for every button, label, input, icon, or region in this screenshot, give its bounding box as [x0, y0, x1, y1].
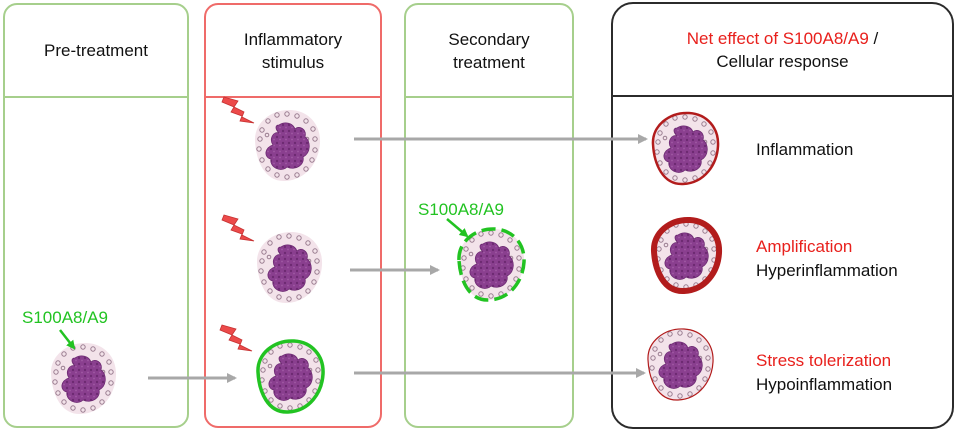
lightning-bolt-icon — [221, 214, 255, 242]
column-stimulus: Inflammatory stimulus — [204, 3, 382, 428]
column-title-stimulus-line2: stimulus — [261, 52, 325, 72]
secondary-agent-label: S100A8/A9 — [418, 200, 505, 219]
column-title-net-separator: / — [868, 28, 879, 48]
column-title-net-line1: Net effect of S100A8/A9 / — [687, 27, 879, 50]
column-title-pretreatment: Pre-treatment — [44, 41, 148, 60]
column-title-net-line2: Cellular response — [716, 51, 849, 71]
neutrophil-cell-icon — [457, 227, 526, 302]
column-header-stimulus: Inflammatory stimulus — [206, 5, 380, 96]
column-net-effect: Net effect of S100A8/A9 / Cellular respo… — [611, 2, 954, 429]
neutrophil-cell-icon — [651, 216, 723, 294]
column-divider — [613, 95, 952, 97]
column-title-net-red: Net effect of S100A8/A9 — [686, 28, 869, 48]
agent-arrow-icon — [59, 329, 76, 350]
agent-arrow-icon — [446, 218, 469, 238]
pretreatment-agent-label: S100A8/A9 — [22, 308, 109, 327]
outcome-inflammation: Inflammation — [756, 140, 854, 159]
column-divider — [406, 96, 572, 98]
column-header-net-effect: Net effect of S100A8/A9 / Cellular respo… — [613, 4, 952, 95]
column-title-secondary-line2: treatment — [453, 52, 525, 72]
column-title-secondary-line1: Secondary — [448, 29, 530, 49]
column-pretreatment: Pre-treatment — [3, 3, 189, 428]
neutrophil-cell-icon — [254, 109, 321, 182]
outcome-amplification: Amplification — [756, 237, 853, 256]
outcome-hypoinflammation: Hypoinflammation — [756, 375, 893, 394]
column-title-stimulus-line1: Inflammatory — [243, 29, 343, 49]
neutrophil-cell-icon — [256, 339, 325, 414]
neutrophil-cell-icon — [50, 342, 117, 415]
neutrophil-cell-icon — [256, 231, 323, 304]
column-divider — [206, 96, 380, 98]
neutrophil-cell-icon — [651, 111, 720, 186]
column-header-secondary: Secondary treatment — [406, 5, 572, 96]
neutrophil-cell-icon — [647, 328, 714, 401]
column-divider — [5, 96, 187, 98]
outcome-hyperinflammation: Hyperinflammation — [756, 261, 898, 280]
column-secondary: Secondary treatment — [404, 3, 574, 428]
lightning-bolt-icon — [221, 96, 255, 124]
lightning-bolt-icon — [219, 324, 253, 352]
column-header-pretreatment: Pre-treatment — [5, 5, 187, 96]
outcome-stress-tolerization: Stress tolerization — [756, 351, 892, 370]
